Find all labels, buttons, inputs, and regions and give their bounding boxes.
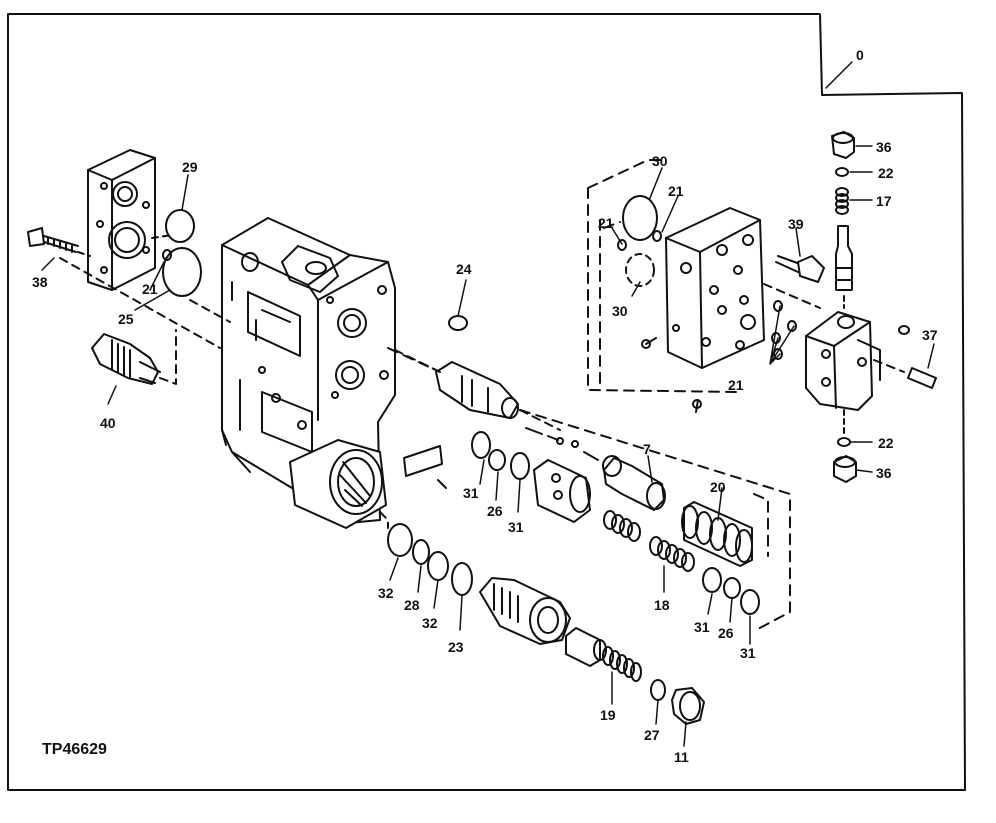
callout-32-b: 32: [422, 615, 438, 631]
callout-0: 0: [856, 47, 864, 63]
callout-31-a: 31: [463, 485, 479, 501]
callout-31-c: 31: [694, 619, 710, 635]
o-ring-24: [448, 315, 468, 331]
o-ring-22-top: [835, 167, 849, 177]
ring-31-c: [702, 567, 722, 593]
callout-7: 7: [643, 441, 651, 457]
plug-11: [671, 687, 705, 725]
spring-19: [602, 646, 642, 682]
cover-plate: [665, 207, 765, 369]
o-ring-30-upper: [622, 195, 658, 241]
callout-17: 17: [876, 193, 892, 209]
plug-36-bottom: [833, 455, 857, 483]
callout-31-d: 31: [740, 645, 756, 661]
plug-36-top: [831, 131, 855, 159]
ring-31-b: [510, 452, 530, 480]
ring-32-b: [427, 551, 449, 581]
callout-29: 29: [182, 159, 198, 175]
callout-32-a: 32: [378, 585, 394, 601]
o-ring-21-cover-b: [617, 239, 627, 251]
ring-26-b: [723, 577, 741, 599]
o-ring-25: [162, 247, 202, 297]
callout-labels: 0 29 38 21 25 24 40 30 21 21 30 39 36 22…: [32, 47, 938, 765]
o-ring-21-r4: [773, 348, 783, 360]
callout-30-upper: 30: [652, 153, 668, 169]
callout-26-b: 26: [718, 625, 734, 641]
callout-27: 27: [644, 727, 660, 743]
callout-39: 39: [788, 216, 804, 232]
bolt-39: [775, 255, 825, 283]
callout-22-bottom: 22: [878, 435, 894, 451]
relief-valve-body: [479, 577, 571, 645]
ring-23: [451, 562, 473, 596]
callout-24: 24: [456, 261, 472, 277]
spool-assembly: [435, 361, 519, 419]
ring-32-a: [387, 523, 413, 557]
callout-21-cover-b: 21: [598, 215, 614, 231]
callout-36-top: 36: [876, 139, 892, 155]
bolt-37: [898, 325, 937, 389]
o-ring-21-cover-a: [652, 230, 662, 242]
plug-40: [91, 333, 161, 385]
spring-18: [649, 536, 695, 572]
ring-28: [412, 539, 430, 565]
pilot-pin: [835, 225, 853, 291]
callout-38: 38: [32, 274, 48, 290]
spring-17: [835, 187, 849, 215]
o-ring-30-lower: [625, 253, 655, 287]
bracket-plate: [403, 445, 443, 477]
callout-26-a: 26: [487, 503, 503, 519]
frame-border: [7, 13, 966, 791]
spring-small-upper: [603, 510, 641, 542]
callout-31-b: 31: [508, 519, 524, 535]
spool-7: [602, 455, 666, 511]
spring-20: [681, 501, 753, 567]
ring-31-d: [740, 589, 760, 615]
callout-40: 40: [100, 415, 116, 431]
callout-22-top: 22: [878, 165, 894, 181]
bolt-38: [27, 227, 79, 253]
callout-21-cover-a: 21: [668, 183, 684, 199]
callout-19: 19: [600, 707, 616, 723]
main-valve-body: [221, 217, 396, 529]
callout-18: 18: [654, 597, 670, 613]
callout-21-left: 21: [142, 281, 158, 297]
solenoid-block: [805, 311, 881, 411]
callout-37: 37: [922, 327, 938, 343]
callout-36-bottom: 36: [876, 465, 892, 481]
callout-28: 28: [404, 597, 420, 613]
callout-20: 20: [710, 479, 726, 495]
ring-31-a: [471, 431, 491, 459]
o-ring-21-r2: [787, 320, 797, 332]
leader-lines: [41, 61, 935, 747]
ring-26-a: [488, 449, 506, 471]
o-ring-21-r1: [773, 300, 783, 312]
callout-11: 11: [674, 749, 689, 765]
callout-23: 23: [448, 639, 464, 655]
o-ring-29: [165, 209, 195, 243]
callout-25: 25: [118, 311, 134, 327]
ring-27: [650, 679, 666, 701]
callout-21-right: 21: [728, 377, 744, 393]
o-ring-21-left: [162, 249, 172, 261]
sleeve: [533, 459, 591, 523]
end-plate: [87, 149, 156, 291]
o-ring-22-bottom: [837, 437, 851, 447]
callout-30-lower: 30: [612, 303, 628, 319]
figure-reference-id: TP46629: [42, 741, 107, 758]
relief-poppet: [565, 627, 607, 667]
